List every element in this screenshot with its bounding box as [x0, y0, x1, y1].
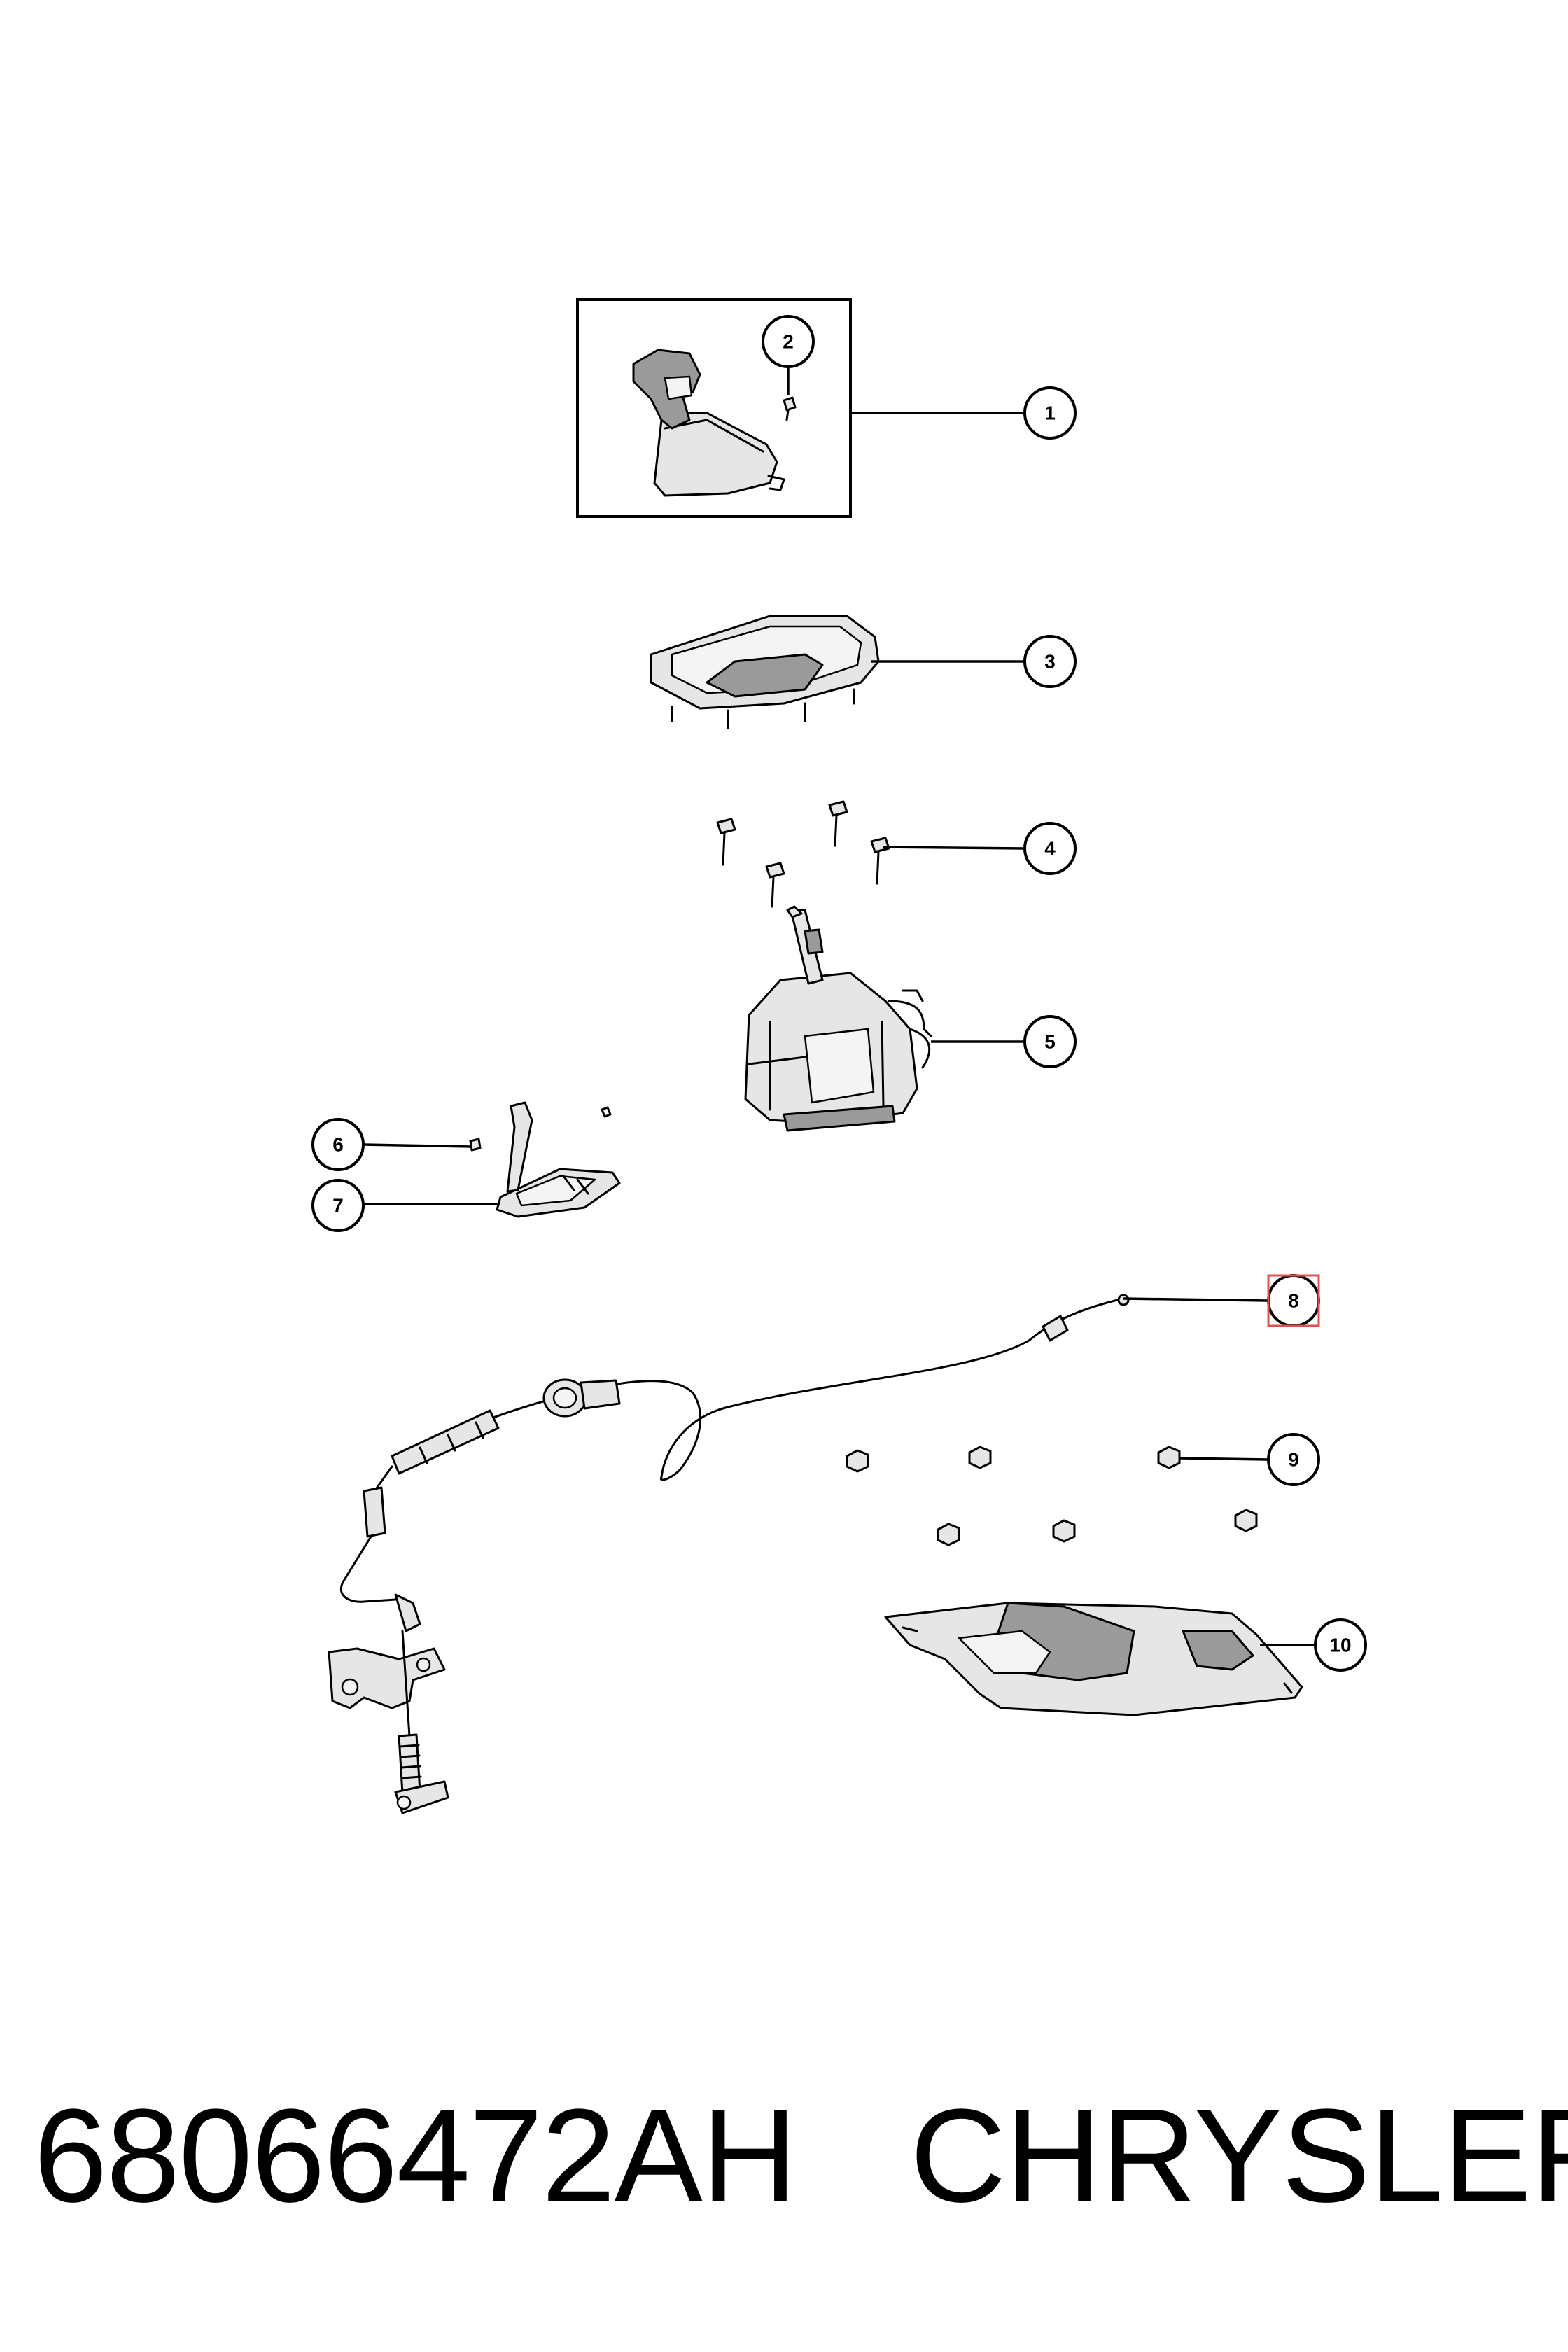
callout-3[interactable]: 3 — [1023, 635, 1077, 688]
leader-lines — [363, 365, 1315, 1646]
callout-label: 10 — [1329, 1634, 1351, 1656]
bolt — [828, 800, 848, 847]
callout-7[interactable]: 7 — [312, 1179, 365, 1232]
callout-8[interactable]: 8 — [1267, 1274, 1320, 1327]
callout-2[interactable]: 2 — [762, 315, 815, 368]
shift-cable — [328, 1294, 1130, 1814]
shifter-module — [744, 905, 932, 1132]
bolts — [716, 800, 890, 908]
callout-label: 4 — [1044, 838, 1056, 860]
callout-label: 3 — [1044, 651, 1056, 673]
nuts — [846, 1446, 1258, 1546]
bracket-lever — [496, 1101, 621, 1218]
bolt — [765, 862, 785, 908]
callout-label: 7 — [332, 1195, 344, 1217]
callout-label: 5 — [1044, 1031, 1056, 1053]
callout-4[interactable]: 4 — [1023, 822, 1077, 875]
bolt — [716, 818, 736, 866]
shift-knob-assembly — [576, 298, 852, 518]
callout-label: 2 — [783, 331, 794, 353]
shifter-bezel — [650, 615, 880, 729]
callout-label: 9 — [1288, 1449, 1299, 1471]
callout-label: 8 — [1288, 1290, 1299, 1312]
callout-label: 6 — [332, 1134, 344, 1156]
brand-name: CHRYSLER — [910, 2082, 1568, 2230]
footer: 68066472AH CHRYSLER — [0, 2072, 1568, 2240]
part-number: 68066472AH — [34, 2082, 797, 2230]
bolt — [870, 836, 890, 885]
callout-10[interactable]: 10 — [1314, 1618, 1367, 1672]
callout-1[interactable]: 1 — [1023, 386, 1077, 440]
callout-6[interactable]: 6 — [312, 1118, 365, 1171]
callout-9[interactable]: 9 — [1267, 1433, 1320, 1486]
screw — [469, 1106, 612, 1152]
kit-box — [576, 298, 852, 518]
callout-5[interactable]: 5 — [1023, 1015, 1077, 1068]
callout-label: 1 — [1044, 402, 1056, 424]
heat-shield — [884, 1602, 1303, 1716]
